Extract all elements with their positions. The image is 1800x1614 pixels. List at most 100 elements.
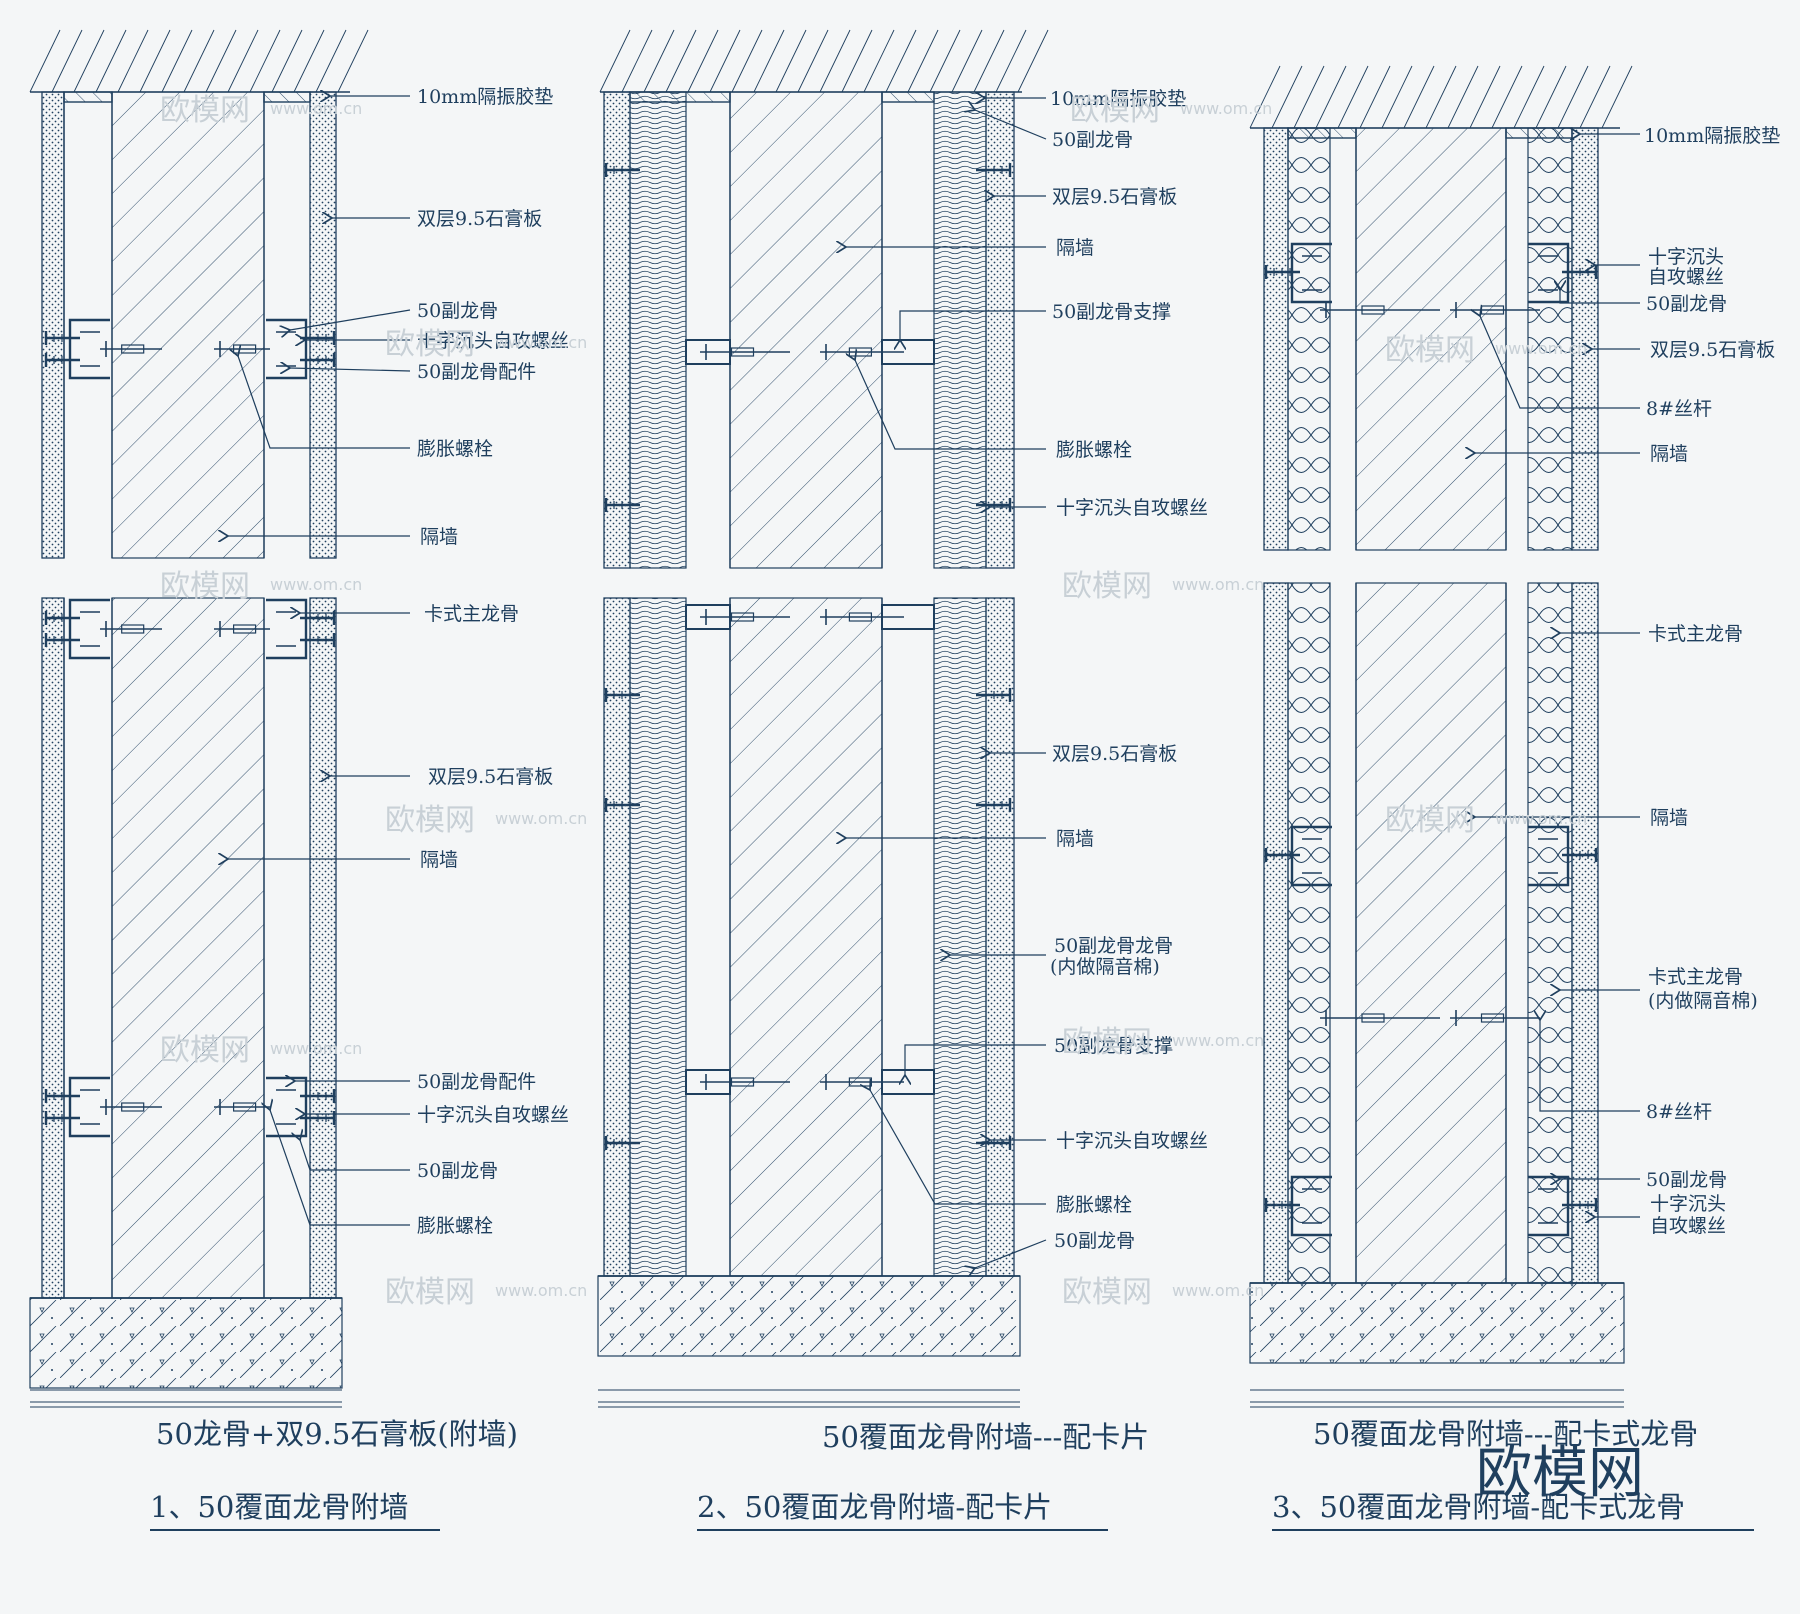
d2-label-screw: 十字沉头自攻螺丝 <box>1056 497 1208 519</box>
watermarks: 欧模网 www.om.cn 欧模网 www.om.cn 欧模网 www.om.cn 欧模网 w… <box>160 93 1587 1310</box>
d3-title: 3、50覆面龙骨附墙-配卡式龙骨 <box>1272 1490 1685 1524</box>
d2-board-left-0 <box>603 91 631 569</box>
detail-titles: 50龙骨+双9.5石膏板(附墙) 1、50覆面龙骨附墙 50覆面龙骨附墙---配… <box>150 1417 1754 1531</box>
d3-label-partition: 隔墙 <box>1650 443 1688 465</box>
d2-leader-13 <box>870 1090 1046 1205</box>
d1-partition-wall-0 <box>111 91 265 559</box>
d3-label-threaded-rod-2: 8#丝杆 <box>1646 1101 1712 1123</box>
watermark-url-6: www.om.cn <box>270 1039 362 1058</box>
watermark-logo-6: 欧模网 <box>160 1033 250 1068</box>
d2-label-partition-2: 隔墙 <box>1056 828 1094 850</box>
d1-label-screw-2: 十字沉头自攻螺丝 <box>417 1104 569 1126</box>
d1-board-left-1 <box>41 597 65 1299</box>
d2-leader-5 <box>900 310 1046 340</box>
d3-label-gypsum-board: 双层9.5石膏板 <box>1650 338 1775 361</box>
watermark-url-2: www.om.cn <box>270 575 362 594</box>
d2-screw-right-0 <box>976 163 1012 177</box>
d2-label-secondary-keel-2: 50副龙骨 <box>1054 1230 1135 1252</box>
watermark-url-7: www.om.cn <box>495 1281 587 1300</box>
d1-keel-right-2 <box>266 1076 308 1138</box>
d3-board-right-0 <box>1571 127 1599 551</box>
d2-pad-left <box>629 91 731 103</box>
watermark-logo-10: 欧模网 <box>1385 333 1475 368</box>
d2-pad-right <box>881 91 935 103</box>
d3-keel-left-1 <box>1290 825 1332 887</box>
d2-insulation-left-1 <box>629 597 687 1277</box>
d3-rod-left-0 <box>1320 302 1440 318</box>
watermark-url-0: www.om.cn <box>270 99 362 118</box>
watermark-logo-9: 欧模网 <box>1070 93 1160 128</box>
d1-leader-6 <box>238 356 410 449</box>
d1-partition-wall-1 <box>111 597 265 1299</box>
d1-label-expansion-bolt: 膨胀螺栓 <box>417 438 493 460</box>
d1-label-keel-fitting-2: 50副龙骨配件 <box>417 1071 536 1093</box>
d1-label-gypsum-board-2: 双层9.5石膏板 <box>428 765 553 788</box>
d3-keel-left-0 <box>1290 242 1332 304</box>
d3-ground <box>1249 1282 1625 1364</box>
d2-label-gypsum-board-2: 双层9.5石膏板 <box>1052 742 1177 765</box>
d2-insulation-right-1 <box>933 597 987 1277</box>
d3-partition-wall-0 <box>1355 127 1507 551</box>
d1-pad-left <box>63 91 113 103</box>
d1-screw-l-a-0 <box>44 331 80 345</box>
d3-label-threaded-rod: 8#丝杆 <box>1646 398 1712 420</box>
d3-coil-left-0 <box>1287 127 1331 551</box>
d1-dim-strip <box>30 1389 342 1408</box>
d1-leader-13 <box>300 1140 410 1171</box>
d2-leader-14 <box>975 1239 1047 1268</box>
d2-label-sound-insulation: (内做隔音棉) <box>1050 956 1160 978</box>
d1-label-partition: 隔墙 <box>420 526 458 548</box>
d1-leader-14 <box>270 1110 410 1226</box>
d3-label-screw-a: 十字沉头 <box>1648 246 1724 268</box>
d2-ground <box>597 1275 1021 1357</box>
d2-label-expansion-bolt: 膨胀螺栓 <box>1056 439 1132 461</box>
leader-lines <box>228 96 1640 1268</box>
d2-label-keel-keel: 50副龙骨龙骨 <box>1054 935 1173 957</box>
d3-rod-left-1 <box>1320 1010 1440 1026</box>
d3-partition-wall-1 <box>1355 582 1507 1284</box>
d3-label-partition-2: 隔墙 <box>1650 807 1688 829</box>
watermark-logo-0: 欧模网 <box>160 93 250 128</box>
d1-leader-3 <box>290 309 411 330</box>
d3-rod-right-1 <box>1450 1010 1540 1026</box>
d3-leader-3 <box>1560 290 1640 304</box>
d1-title: 1、50覆面龙骨附墙 <box>150 1490 408 1524</box>
d2-bolt-left-0 <box>700 344 790 360</box>
d1-screw-r-b-0 <box>300 353 336 367</box>
d2-title: 2、50覆面龙骨附墙-配卡片 <box>697 1490 1052 1524</box>
d1-screw-l-b-1 <box>44 633 80 647</box>
d2-label-isolation-pad: 10mm隔振胶垫 <box>1050 88 1186 110</box>
d3-keel-right-2 <box>1528 1175 1570 1237</box>
d3-screw-left-2 <box>1264 1198 1300 1212</box>
d2-label-keel-support-2: 50副龙骨支撑 <box>1054 1035 1173 1057</box>
d3-label-screw-c: 十字沉头 <box>1650 1193 1726 1215</box>
d1-pad-right <box>263 91 311 103</box>
d3-leader-10 <box>1540 1020 1640 1112</box>
d1-label-card-main-keel: 卡式主龙骨 <box>424 603 519 625</box>
d3-board-left-1 <box>1263 582 1289 1284</box>
d2-partition-wall-0 <box>729 91 883 569</box>
d2-screw-left-2 <box>604 688 640 702</box>
wall-section-drawing <box>29 29 1633 1408</box>
watermark-logo-8: 欧模网 <box>1062 1275 1152 1310</box>
d3-keel-left-2 <box>1290 1175 1332 1237</box>
d3-leader-5 <box>1480 316 1640 409</box>
d3-label-sound-insulation: (内做隔音棉) <box>1648 990 1758 1012</box>
d2-label-partition: 隔墙 <box>1056 237 1094 259</box>
d3-screw-left-0 <box>1264 265 1300 279</box>
d2-screw-left-1 <box>604 498 640 512</box>
d1-bolt-left-1 <box>100 621 162 637</box>
watermark-logo-11: 欧模网 <box>1385 803 1475 838</box>
watermark-url-8: www.om.cn <box>1172 1281 1264 1300</box>
d1-screw-l-b-2 <box>44 1111 80 1125</box>
d1-ceiling-hatch <box>29 29 369 93</box>
d1-keel-left-1 <box>68 598 110 660</box>
d2-bolt-right-1 <box>820 609 904 625</box>
d2-leader-6 <box>855 360 1046 450</box>
d3-pad-left <box>1287 127 1357 139</box>
d1-label-secondary-keel: 50副龙骨 <box>417 300 498 322</box>
d3-pad-right <box>1505 127 1573 139</box>
d2-label-gypsum-board: 双层9.5石膏板 <box>1052 185 1177 208</box>
d1-bolt-left-0 <box>100 341 162 357</box>
d3-keel-right-1 <box>1528 825 1570 887</box>
